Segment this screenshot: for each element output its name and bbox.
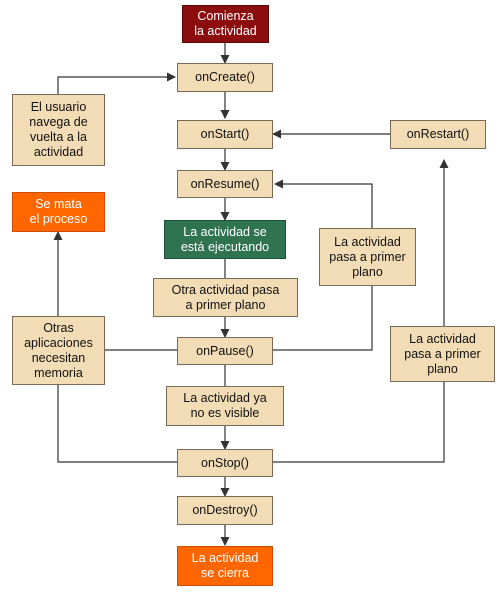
process-killed-node: Se mata el proceso [12,192,105,232]
activity-not-visible-label: La actividad ya no es visible [166,386,284,426]
onpause-node: onPause() [177,337,273,365]
ondestroy-node: onDestroy() [177,496,273,525]
apps-need-memory-label: Otras aplicaciones necesitan memoria [12,316,105,385]
activity-foreground-restart-label: La actividad pasa a primer plano [390,326,495,382]
activity-foreground-resume-label: La actividad pasa a primer plano [319,228,416,286]
running-node: La actividad se está ejecutando [164,220,286,259]
onstart-node: onStart() [177,120,273,149]
onstop-node: onStop() [177,449,273,477]
line-onstop-to-left [57,350,177,463]
activity-closed-node: La actividad se cierra [177,546,273,586]
user-navigates-back-label: El usuario navega de vuelta a la activid… [12,94,105,166]
arrow-user-back-to-oncreate [57,72,176,94]
onrestart-node: onRestart() [390,120,486,149]
onresume-node: onResume() [177,170,273,198]
start-node: Comienza la actividad [182,5,269,43]
oncreate-node: onCreate() [177,63,273,92]
arrow-onstop-to-onrestart [273,159,449,463]
other-activity-foreground-label: Otra actividad pasa a primer plano [153,278,298,317]
